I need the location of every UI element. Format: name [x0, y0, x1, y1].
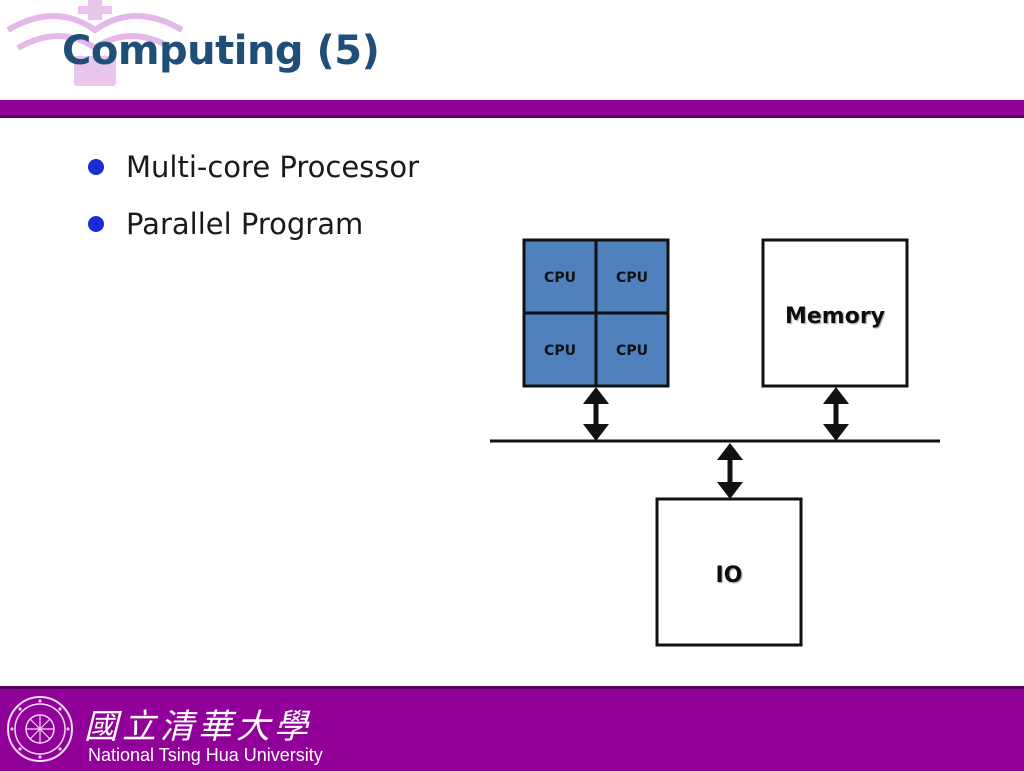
- bullet-text: Multi-core Processor: [126, 149, 420, 184]
- io-bus-arrow-icon: [717, 443, 743, 499]
- university-seal-icon: [7, 696, 73, 762]
- memory-label: Memory: [785, 304, 885, 329]
- cpu-label: CPU: [544, 343, 576, 359]
- cpu-core-box: [594, 311, 670, 388]
- architecture-diagram: CPU CPU CPU CPU Memory IO: [490, 238, 940, 647]
- footer-bar: 國立清華大學 National Tsing Hua University: [0, 686, 1024, 771]
- cpu-label: CPU: [544, 270, 576, 286]
- cpu-bus-arrow-icon: [583, 387, 609, 441]
- cpu-core-box: [594, 238, 670, 315]
- io-block: IO: [655, 497, 803, 647]
- university-logo-watermark: [6, 0, 184, 86]
- cpu-label: CPU: [616, 270, 648, 286]
- bullet-dot-icon: [88, 158, 104, 175]
- bullet-dot-icon: [88, 215, 104, 232]
- bullet-list: Multi-core Processor Parallel Program: [88, 138, 419, 252]
- memory-box: [761, 238, 909, 388]
- university-name-english: National Tsing Hua University: [88, 745, 323, 765]
- bullet-item: Multi-core Processor: [88, 138, 419, 195]
- cpu-label: CPU: [616, 343, 648, 359]
- slide-title: Computing (5): [62, 28, 380, 74]
- bullet-item: Parallel Program: [88, 195, 419, 252]
- memory-block: Memory: [761, 238, 909, 388]
- multicore-cpu-block: CPU CPU CPU CPU: [522, 238, 670, 388]
- io-box: [655, 497, 803, 647]
- cpu-core-box: [522, 311, 598, 388]
- memory-bus-arrow-icon: [823, 387, 849, 441]
- io-label: IO: [716, 563, 743, 588]
- title-accent-bar: [0, 100, 1024, 118]
- university-name-chinese: 國立清華大學: [84, 707, 312, 747]
- bullet-text: Parallel Program: [126, 206, 364, 241]
